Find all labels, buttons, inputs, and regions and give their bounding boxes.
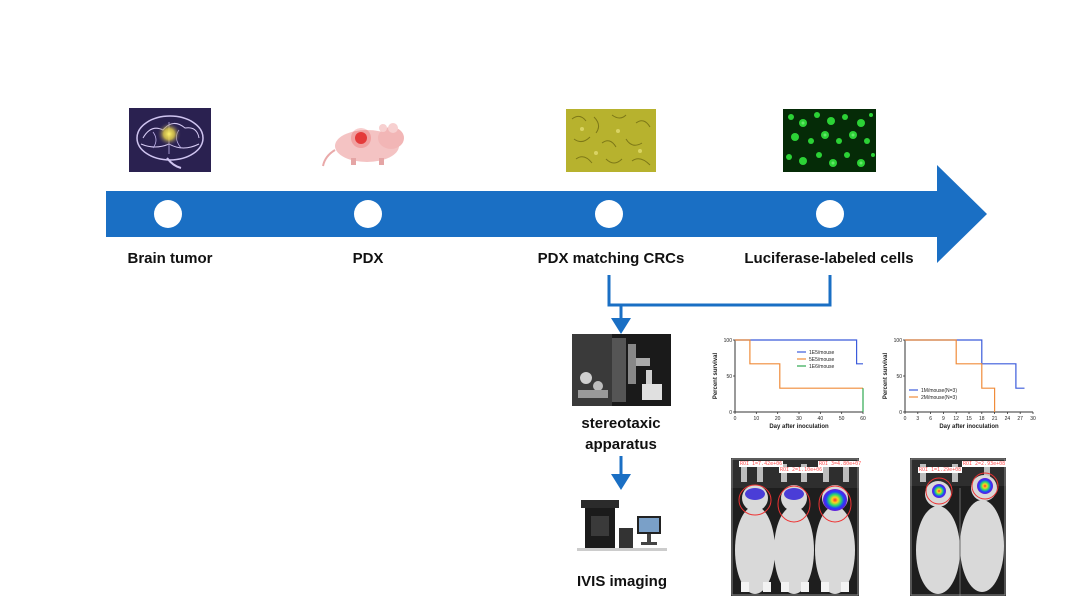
x-tick-label: 50 [839, 416, 845, 422]
timeline-node-luciferase [816, 200, 844, 228]
x-tick-label: 10 [754, 416, 760, 422]
legend-label-2: 2M/mouse(N=3) [921, 395, 957, 401]
y-tick-label: 50 [726, 374, 732, 380]
x-tick-label: 21 [992, 416, 998, 422]
x-tick-label: 12 [953, 416, 959, 422]
ivis-left-label-3: ROI 3=4.80e+07 [818, 461, 863, 467]
x-axis-label: Day after inoculation [769, 424, 829, 430]
ivis-mice-right [910, 458, 1006, 596]
stage-label-pdx-crcs: PDX matching CRCs [537, 250, 685, 267]
x-tick-label: 0 [734, 416, 737, 422]
ivis-right-label-1: ROI 1=1.29e+08 [918, 467, 963, 473]
bracket-connector [607, 275, 832, 307]
y-axis-label: Percent survival [883, 352, 889, 399]
x-tick-label: 30 [1030, 416, 1036, 422]
y-axis-label: Percent survival [713, 352, 719, 399]
series-line-2 [735, 339, 863, 389]
down-arrow-1 [611, 318, 631, 334]
x-tick-label: 15 [966, 416, 972, 422]
x-tick-label: 30 [796, 416, 802, 422]
y-tick-label: 100 [724, 338, 733, 344]
y-tick-label: 100 [894, 338, 903, 344]
x-axis-label: Day after inoculation [939, 424, 999, 430]
legend-label-1: 1E5/mouse [809, 350, 835, 356]
x-tick-label: 40 [818, 416, 824, 422]
ivis-imaging-image [575, 494, 669, 554]
legend-label-3: 1E6/mouse [809, 364, 835, 370]
stereotaxic-label-line1: stereotaxic [581, 415, 661, 432]
stage-label-brain-tumor: Brain tumor [127, 250, 213, 267]
x-tick-label: 0 [904, 416, 907, 422]
series-line-2 [905, 339, 996, 412]
stage-label-luciferase: Luciferase-labeled cells [744, 250, 914, 267]
x-tick-label: 24 [1005, 416, 1011, 422]
legend-label-2: 5E5/mouse [809, 357, 835, 363]
x-tick-label: 20 [775, 416, 781, 422]
luciferase-cells-image [783, 109, 876, 172]
series-line-1 [905, 339, 1025, 389]
timeline-node-brain-tumor [154, 200, 182, 228]
stereotaxic-apparatus-image [572, 334, 671, 406]
y-tick-label: 50 [896, 374, 902, 380]
x-tick-label: 9 [942, 416, 945, 422]
ivis-imaging-label: IVIS imaging [576, 573, 668, 590]
ivis-mice-left [731, 458, 859, 596]
ivis-left-label-2: ROI 2=1.10e+06 [779, 467, 824, 473]
ivis-right-label-2: ROI 2=2.93e+08 [962, 461, 1007, 467]
series-line-1 [735, 339, 863, 365]
stereotaxic-label: stereotaxic apparatus [581, 413, 660, 455]
legend-label-1: 1M/mouse(N=3) [921, 388, 957, 394]
pdx-crc-culture-image [566, 109, 656, 172]
x-tick-label: 18 [979, 416, 985, 422]
timeline-node-pdx-crcs [595, 200, 623, 228]
stereotaxic-label-line2: apparatus [585, 436, 657, 453]
x-tick-label: 27 [1017, 416, 1023, 422]
x-tick-label: 6 [929, 416, 932, 422]
y-tick-label: 0 [729, 410, 732, 416]
timeline-node-pdx [354, 200, 382, 228]
brain-tumor-image [129, 108, 211, 172]
pdx-mouse-image [321, 112, 414, 172]
y-tick-label: 0 [899, 410, 902, 416]
ivis-left-label-1: ROI 1=7.42e+06 [739, 461, 784, 467]
down-arrow-2 [611, 474, 631, 490]
stage-label-pdx: PDX [352, 250, 384, 267]
x-tick-label: 3 [916, 416, 919, 422]
x-tick-label: 60 [860, 416, 866, 422]
